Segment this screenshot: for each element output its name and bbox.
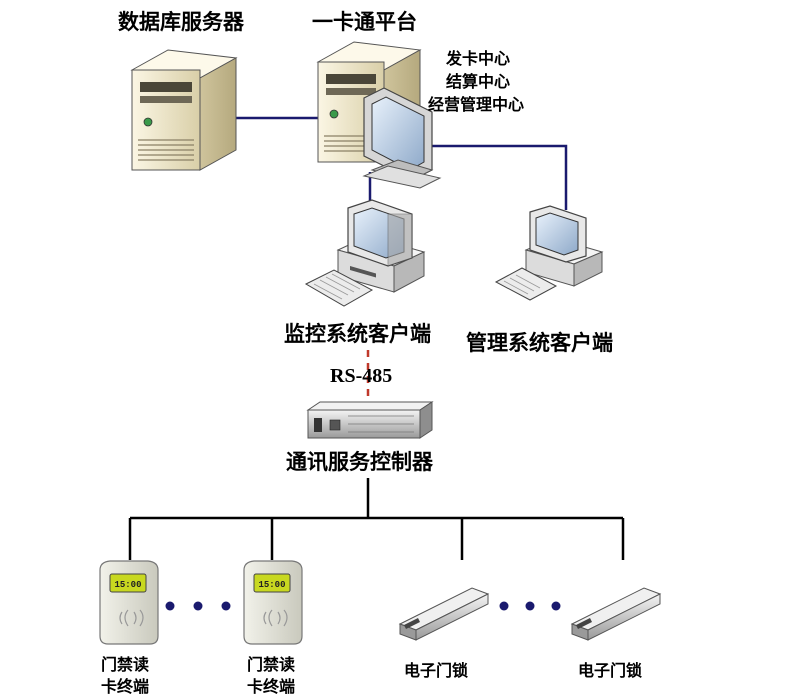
ellipsis-dots-icon (165, 601, 231, 611)
reader-1-label: 门禁读 卡终端 (90, 654, 160, 698)
device-bus (128, 478, 625, 560)
rack-controller-icon (306, 401, 434, 439)
card-reader-icon (243, 560, 303, 645)
manage-client-label: 管理系统客户端 (466, 331, 613, 355)
server-with-monitor-icon (316, 41, 442, 189)
reader-2-label-line2: 卡终端 (246, 677, 295, 696)
platform-center-issuing: 发卡中心 (446, 49, 511, 68)
reader-2-label: 门禁读 卡终端 (236, 654, 306, 698)
tower-server-icon (130, 49, 238, 171)
platform-label: 一卡通平台 (312, 10, 417, 34)
reader-1-label-line2: 卡终端 (100, 677, 149, 696)
reader-display-1: 15:00 (114, 580, 141, 590)
ellipsis-dots-icon (499, 601, 561, 611)
reader-2-label-line1: 门禁读 (246, 655, 295, 674)
reader-1-label-line1: 门禁读 (100, 655, 149, 674)
link-platform-manage-client (430, 144, 568, 210)
monitor-client-label: 监控系统客户端 (284, 322, 431, 346)
reader-display-2: 15:00 (258, 580, 285, 590)
electromagnetic-lock-icon (398, 587, 490, 641)
electromagnetic-lock-icon (570, 587, 662, 641)
comm-controller-label: 通讯服务控制器 (286, 450, 433, 474)
desktop-computer-icon (304, 199, 426, 307)
lock-2-label: 电子门锁 (578, 661, 643, 680)
rs485-label: RS-485 (330, 365, 393, 387)
lock-1-label: 电子门锁 (404, 661, 469, 680)
db-server-label: 数据库服务器 (118, 10, 244, 34)
platform-center-operations: 经营管理中心 (428, 95, 525, 114)
card-reader-icon (99, 560, 159, 645)
desktop-computer-icon (494, 205, 604, 301)
platform-center-settlement: 结算中心 (446, 72, 511, 91)
